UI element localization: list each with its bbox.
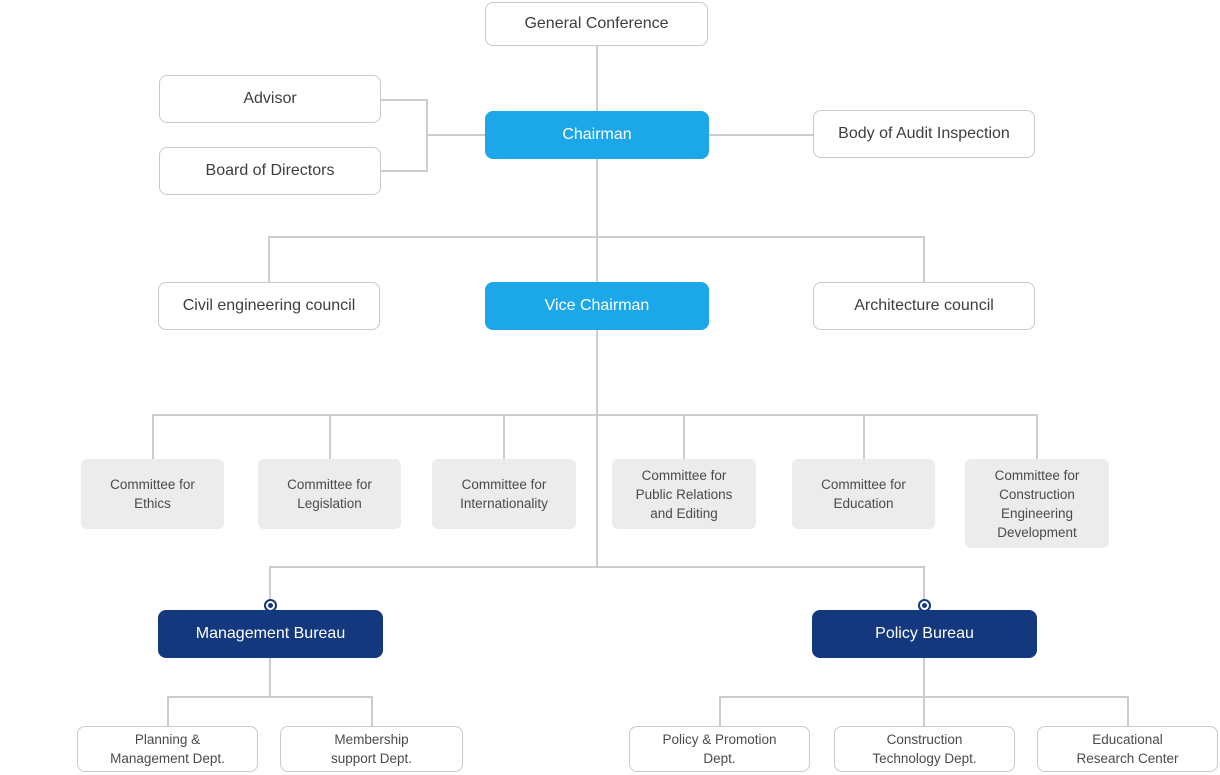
node-label: Management Bureau: [195, 625, 346, 642]
node-label: Planning & Management Dept.: [110, 732, 225, 766]
node-committee-public-relations: Committee for Public Relations and Editi…: [612, 459, 756, 529]
node-vice-chairman: Vice Chairman: [485, 282, 709, 330]
connector-general-to-chairman: [596, 46, 598, 111]
connector-drop-public-relations: [683, 414, 685, 459]
connector-drop-architecture: [923, 236, 925, 282]
connector-chairman-to-audit: [709, 134, 813, 136]
node-label: Construction Technology Dept.: [872, 732, 977, 766]
node-label: Committee for Public Relations and Editi…: [635, 467, 733, 521]
node-management-bureau: Management Bureau: [158, 610, 383, 658]
connector-drop-internationality: [503, 414, 505, 459]
node-policy-bureau: Policy Bureau: [812, 610, 1037, 658]
node-body-of-audit-inspection: Body of Audit Inspection: [813, 110, 1035, 158]
node-label: Committee for Ethics: [110, 477, 195, 511]
node-label: Body of Audit Inspection: [838, 125, 1010, 142]
connector-drop-construction: [1036, 414, 1038, 459]
connector-drop-membership: [371, 696, 373, 726]
connector-drop-educational: [1127, 696, 1129, 726]
connector-bracket-vertical: [426, 99, 428, 172]
connector-board-bracket: [381, 170, 427, 172]
connector-drop-management-bureau: [269, 566, 271, 600]
connector-left-dept-row: [167, 696, 372, 698]
connector-drop-legislation: [329, 414, 331, 459]
node-label: Policy & Promotion Dept.: [662, 732, 777, 766]
node-board-of-directors: Board of Directors: [159, 147, 381, 195]
node-committee-ethics: Committee for Ethics: [81, 459, 224, 529]
node-policy-promotion-dept: Policy & Promotion Dept.: [629, 726, 810, 772]
node-planning-management-dept: Planning & Management Dept.: [77, 726, 258, 772]
connector-drop-education: [863, 414, 865, 459]
connector-drop-policy-promotion: [719, 696, 721, 726]
connector-bracket-to-chairman: [426, 134, 485, 136]
node-label: Membership support Dept.: [330, 732, 413, 766]
node-construction-technology-dept: Construction Technology Dept.: [834, 726, 1015, 772]
bureau-anchor-dot-icon: [264, 599, 277, 612]
node-educational-research-center: Educational Research Center: [1037, 726, 1218, 772]
connector-chairman-to-vice: [596, 159, 598, 282]
connector-drop-ethics: [152, 414, 154, 459]
node-membership-support-dept: Membership support Dept.: [280, 726, 463, 772]
node-label: Policy Bureau: [875, 625, 974, 642]
node-label: Architecture council: [854, 297, 994, 314]
connector-policy-to-depts: [923, 658, 925, 697]
node-label: Civil engineering council: [182, 297, 356, 314]
node-label: Committee for Education: [821, 477, 906, 511]
connector-drop-construction-tech: [923, 696, 925, 726]
node-committee-internationality: Committee for Internationality: [432, 459, 576, 529]
bureau-anchor-dot-icon: [918, 599, 931, 612]
node-general-conference: General Conference: [485, 2, 708, 46]
connector-advisor-bracket: [381, 99, 427, 101]
connector-vice-to-bureaus: [596, 330, 598, 567]
node-label: Committee for Construction Engineering D…: [994, 467, 1080, 540]
node-label: Chairman: [562, 126, 632, 143]
node-civil-engineering-council: Civil engineering council: [158, 282, 380, 330]
connector-drop-civil: [268, 236, 270, 282]
node-label: Board of Directors: [205, 162, 335, 179]
connector-bureau-row: [269, 566, 925, 568]
node-chairman: Chairman: [485, 111, 709, 159]
node-advisor: Advisor: [159, 75, 381, 123]
node-label: Committee for Internationality: [460, 477, 548, 511]
node-label: Vice Chairman: [544, 297, 650, 314]
node-label: Educational Research Center: [1076, 732, 1179, 766]
node-label: Advisor: [243, 90, 297, 107]
connector-council-row: [268, 236, 925, 238]
node-committee-legislation: Committee for Legislation: [258, 459, 401, 529]
connector-drop-planning: [167, 696, 169, 726]
connector-drop-policy-bureau: [923, 566, 925, 600]
connector-committee-row: [152, 414, 1038, 416]
node-architecture-council: Architecture council: [813, 282, 1035, 330]
node-committee-construction: Committee for Construction Engineering D…: [965, 459, 1109, 548]
node-label: General Conference: [524, 15, 669, 32]
node-label: Committee for Legislation: [287, 477, 372, 511]
connector-management-to-depts: [269, 658, 271, 697]
node-committee-education: Committee for Education: [792, 459, 935, 529]
